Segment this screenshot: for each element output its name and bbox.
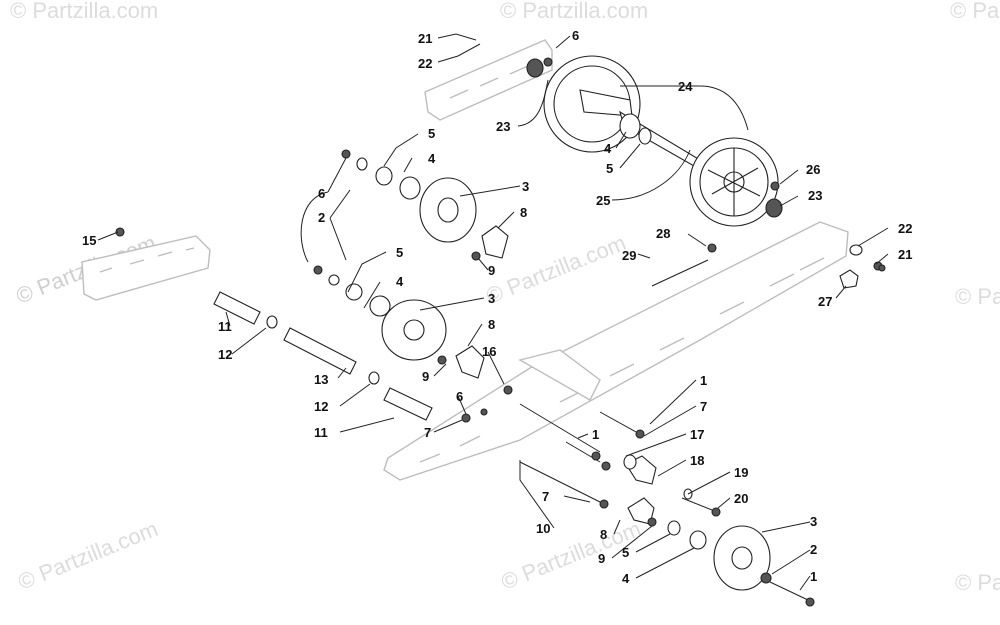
callout-5: 5 <box>428 126 435 141</box>
callout-20: 20 <box>734 491 748 506</box>
callout-21: 21 <box>418 31 432 46</box>
callout-24: 24 <box>678 79 693 94</box>
callout-8: 8 <box>488 317 495 332</box>
callout-22: 22 <box>898 221 912 236</box>
callout-1: 1 <box>592 427 599 442</box>
callout-9: 9 <box>598 551 605 566</box>
callout-28: 28 <box>656 226 670 241</box>
callout-9: 9 <box>422 369 429 384</box>
callout-25: 25 <box>596 193 610 208</box>
watermark-text: © Partzilla.com <box>955 284 1000 309</box>
bolts <box>519 264 886 607</box>
callout-6: 6 <box>318 186 325 201</box>
watermark-text: © Partzilla.com <box>955 570 1000 595</box>
callout-18: 18 <box>690 453 704 468</box>
callout-6: 6 <box>456 389 463 404</box>
watermark-text: © Partzilla.com <box>15 516 162 595</box>
callout-3: 3 <box>488 291 495 306</box>
callout-21: 21 <box>898 247 912 262</box>
callout-12: 12 <box>218 347 232 362</box>
callout-11: 11 <box>218 319 232 334</box>
callout-7: 7 <box>424 425 431 440</box>
callout-labels: 21 22 6 24 23 4 5 25 26 23 5 4 6 2 3 8 9… <box>82 28 912 586</box>
callout-6: 6 <box>572 28 579 43</box>
cross-shafts <box>115 227 883 423</box>
callout-23: 23 <box>496 119 510 134</box>
callout-22: 22 <box>418 56 432 71</box>
callout-13: 13 <box>314 372 328 387</box>
upper-rail <box>424 39 553 121</box>
callout-10: 10 <box>536 521 550 536</box>
upper-idler-wheels <box>313 149 509 379</box>
callout-4: 4 <box>622 571 630 586</box>
callout-3: 3 <box>810 514 817 529</box>
callout-1: 1 <box>700 373 707 388</box>
callout-29: 29 <box>622 248 636 263</box>
callout-26: 26 <box>806 162 820 177</box>
callout-2: 2 <box>318 210 325 225</box>
callout-12: 12 <box>314 399 328 414</box>
callout-4: 4 <box>604 141 612 156</box>
callout-9: 9 <box>488 263 495 278</box>
lower-idler-wheel <box>623 454 772 591</box>
main-rail <box>383 221 849 481</box>
callout-16: 16 <box>482 344 496 359</box>
callout-5: 5 <box>396 245 403 260</box>
callout-2: 2 <box>810 542 817 557</box>
callout-7: 7 <box>542 489 549 504</box>
callout-5: 5 <box>622 545 629 560</box>
callout-4: 4 <box>396 274 404 289</box>
callout-11: 11 <box>314 425 328 440</box>
callout-7: 7 <box>700 399 707 414</box>
rear-axle-assembly <box>526 55 783 227</box>
watermark-text: © Partzilla.com <box>500 0 648 23</box>
callout-15: 15 <box>82 233 96 248</box>
callout-1: 1 <box>810 569 817 584</box>
callout-17: 17 <box>690 427 704 442</box>
callout-23: 23 <box>808 188 822 203</box>
watermark-text: © Partzilla.com <box>10 0 158 23</box>
watermark-text: © Partzilla.com <box>950 0 1000 23</box>
leader-lines <box>97 33 889 591</box>
callout-27: 27 <box>818 294 832 309</box>
callout-4: 4 <box>428 151 436 166</box>
callout-19: 19 <box>734 465 748 480</box>
callout-8: 8 <box>600 527 607 542</box>
callout-5: 5 <box>606 161 613 176</box>
callout-3: 3 <box>522 179 529 194</box>
callout-8: 8 <box>520 205 527 220</box>
left-rail <box>81 235 211 301</box>
